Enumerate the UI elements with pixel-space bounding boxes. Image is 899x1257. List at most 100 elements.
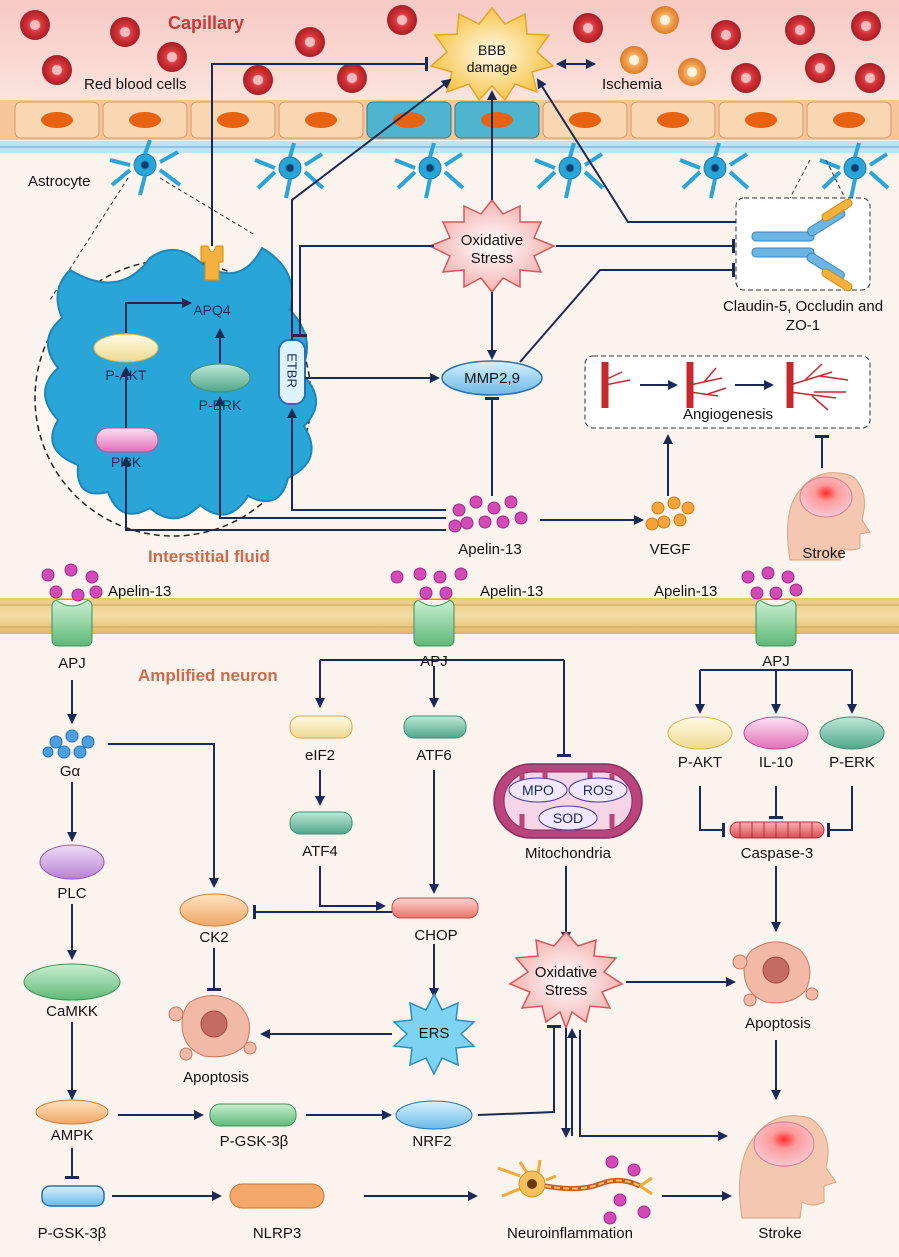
endothelial-cell xyxy=(542,101,628,139)
atf6-node xyxy=(403,715,467,739)
stroke-head-bottom xyxy=(739,1115,837,1219)
apj-left-label: APJ xyxy=(58,655,86,672)
apoptosis-left-label: Apoptosis xyxy=(183,1069,249,1086)
zoom-p-erk-node xyxy=(189,363,251,393)
astrocyte-cell xyxy=(679,142,750,199)
tight-junction-box xyxy=(735,197,871,291)
eif2-node xyxy=(289,715,353,739)
apelin-left-label: Apelin-13 xyxy=(108,583,172,600)
inhibit-perk-caspase xyxy=(827,786,853,837)
p-gsk-left-label: P-GSK-3β xyxy=(37,1225,107,1242)
stroke-head-top xyxy=(787,472,871,561)
right-il10-node xyxy=(743,716,809,750)
p-gsk-mid-node xyxy=(209,1103,297,1127)
arrow-ox-stroke xyxy=(579,1030,728,1141)
red-blood-cell xyxy=(243,65,273,95)
ampk-node xyxy=(35,1099,109,1125)
capillary-heading: Capillary xyxy=(168,13,245,33)
zoom-pi3k-label: PI3K xyxy=(110,454,142,470)
nrf2-label: NRF2 xyxy=(412,1133,452,1150)
red-blood-cell xyxy=(295,27,325,57)
astrocyte-cell xyxy=(254,142,325,199)
red-blood-cell xyxy=(651,6,679,34)
inhibit-nrf2-ox xyxy=(477,1025,561,1116)
nrf2-node xyxy=(395,1100,473,1130)
astrocyte-cell xyxy=(394,142,465,199)
tight-junction-proteins xyxy=(751,198,853,292)
angiogenesis-label: Angiogenesis xyxy=(682,406,774,423)
right-p-akt-node xyxy=(667,716,733,750)
endothelial-cell xyxy=(366,101,452,139)
apelin-particles-top xyxy=(448,495,528,533)
apj-receptor-right xyxy=(755,599,797,647)
sod-node xyxy=(538,805,598,831)
arrow-apelin-perk xyxy=(215,396,446,519)
mmp-label: MMP2,9 xyxy=(464,370,520,387)
red-blood-cell xyxy=(855,63,885,93)
zoom-line xyxy=(789,159,811,199)
p-gsk-left-node xyxy=(41,1185,105,1207)
astrocyte-label: Astrocyte xyxy=(28,173,91,190)
red-blood-cell xyxy=(157,42,187,72)
ischemia-label: Ischemia xyxy=(602,76,663,93)
oxidative-stress-top-label: Oxidative Stress xyxy=(460,232,524,267)
zoom-line xyxy=(825,159,846,199)
interstitial-heading: Interstitial fluid xyxy=(148,547,270,566)
caspase3-label: Caspase-3 xyxy=(740,845,814,862)
ampk-label: AMPK xyxy=(50,1127,94,1144)
arrow-galpha-ck2 xyxy=(108,743,219,888)
bbb-damage-label: BBB damage xyxy=(466,42,518,75)
mpo-label: MPO xyxy=(522,782,554,798)
zoom-p-erk-label: P-ERK xyxy=(198,397,242,413)
red-blood-cell xyxy=(20,10,50,40)
astrocyte-zoomed-cell xyxy=(44,246,318,520)
galpha-particles xyxy=(42,729,95,759)
red-blood-cell xyxy=(851,11,881,41)
red-blood-cell xyxy=(785,15,815,45)
vegf-particles xyxy=(645,496,695,531)
right-p-erk-label: P-ERK xyxy=(829,754,875,771)
mmp-node xyxy=(441,360,543,396)
mpo-node xyxy=(508,777,568,803)
apq4-label: APQ4 xyxy=(193,302,231,318)
nlrp3-node xyxy=(229,1183,325,1209)
chop-label: CHOP xyxy=(414,927,458,944)
ers-burst xyxy=(392,992,476,1076)
endothelial-cell xyxy=(190,101,276,139)
red-blood-cell xyxy=(678,58,706,86)
angiogenesis-box xyxy=(584,355,871,429)
neuroinflammation-label: Neuroinflammation xyxy=(507,1225,633,1242)
apj-receptor-left xyxy=(51,599,93,647)
right-p-erk-node xyxy=(819,716,885,750)
zoom-pi3k-node xyxy=(95,427,159,453)
endothelial-cell xyxy=(718,101,804,139)
stroke-top-label: Stroke xyxy=(802,545,846,562)
apoptosis-right-label: Apoptosis xyxy=(745,1015,811,1032)
apj-right-label: APJ xyxy=(762,653,790,670)
neuron-heading: Amplified neuron xyxy=(138,666,278,685)
red-blood-cells xyxy=(20,5,885,95)
apoptosis-left-cell xyxy=(168,995,257,1061)
astrocyte-cell xyxy=(819,142,890,199)
red-blood-cell xyxy=(620,46,648,74)
apelin-right-label: Apelin-13 xyxy=(654,583,718,600)
p-gsk-mid-label: P-GSK-3β xyxy=(219,1133,289,1150)
bbb-damage-burst xyxy=(429,6,555,102)
arrow-etbr-bbb xyxy=(291,78,452,340)
endothelial-cell xyxy=(806,101,892,139)
galpha-label: Gα xyxy=(59,763,81,780)
astrocyte-cell xyxy=(109,139,182,196)
apj-receptor-mid xyxy=(413,599,455,647)
plc-node xyxy=(39,844,105,880)
red-blood-cell xyxy=(337,63,367,93)
sod-label: SOD xyxy=(552,810,584,826)
mitochondria-label: Mitochondria xyxy=(525,845,611,862)
inhibit-apq4-bbb xyxy=(211,57,428,246)
ck2-label: CK2 xyxy=(199,929,229,946)
zoom-p-akt-node xyxy=(93,333,159,363)
camkk-node xyxy=(23,963,121,1001)
camkk-label: CaMKK xyxy=(46,1003,98,1020)
apelin-particles-neuron xyxy=(41,563,803,602)
